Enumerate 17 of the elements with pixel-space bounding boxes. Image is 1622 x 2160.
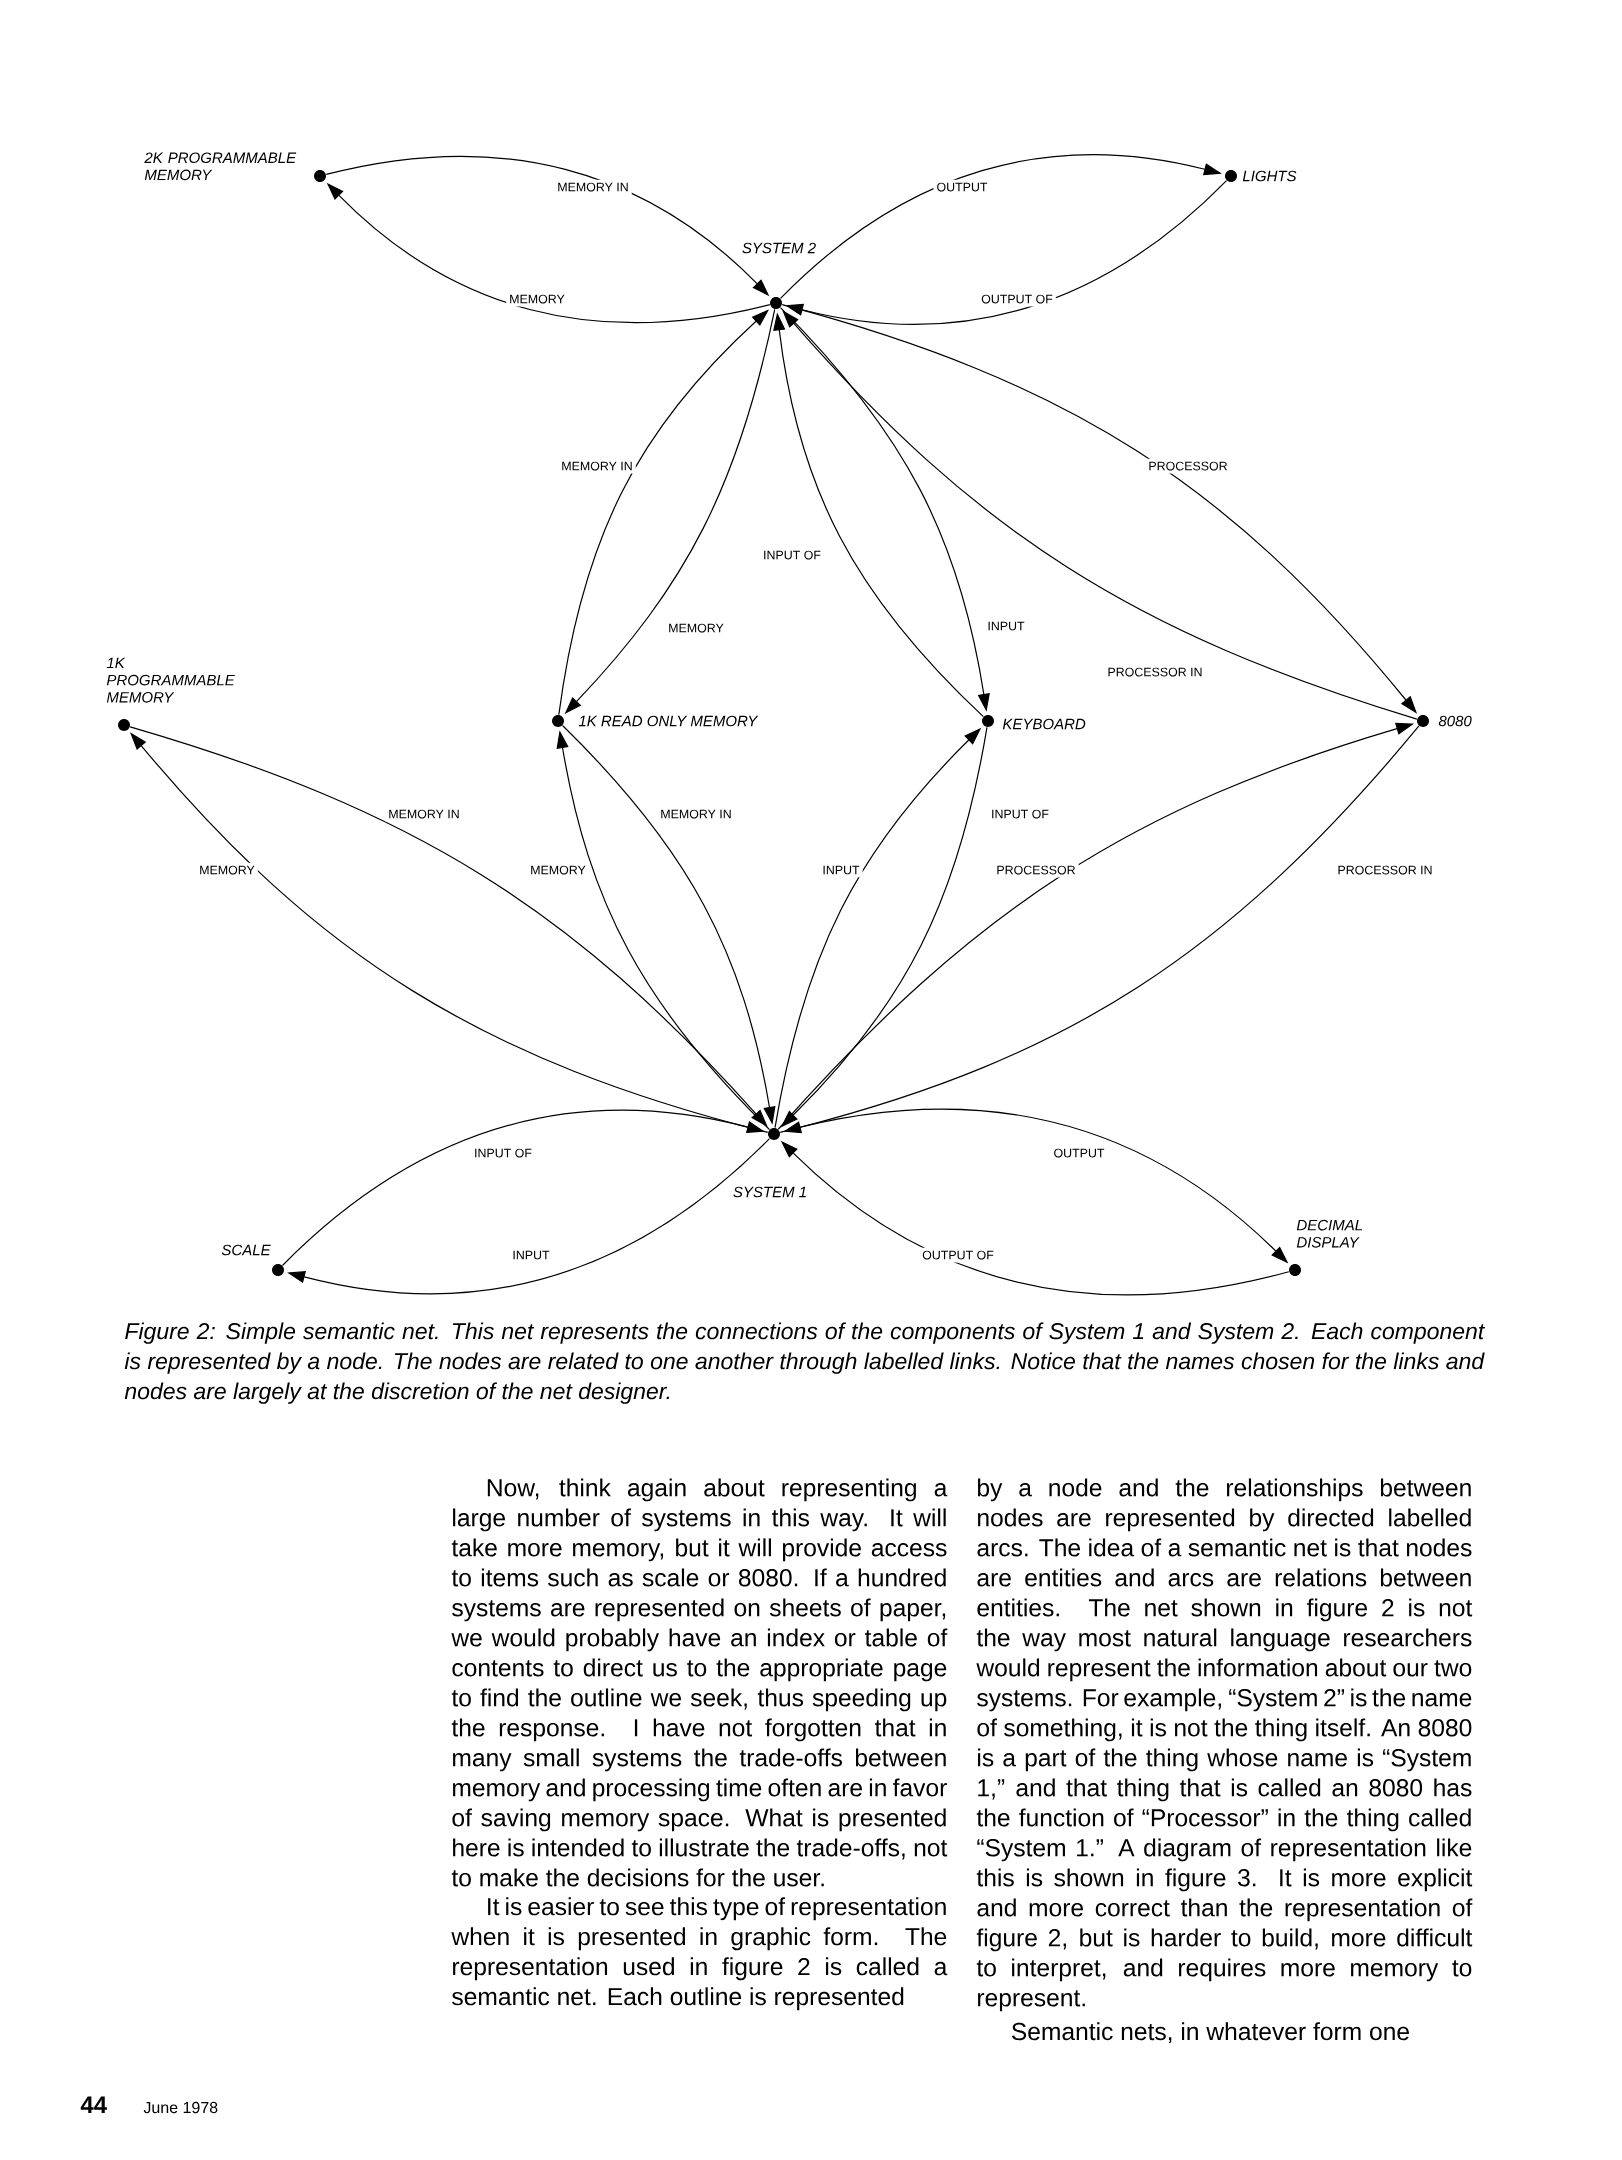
node-label: KEYBOARD: [1002, 718, 1086, 730]
page-number: 44: [80, 2096, 107, 2113]
node-label: 2K PROGRAMMABLE MEMORY: [144, 152, 297, 181]
text-paragraph: It is easier to see this type of representation when it is presented in graphic form. The representation used in figure 2 is called a semantic net. Each outline is represented: [451, 1897, 948, 2011]
footer-text: June 1978: [143, 2101, 218, 2114]
node-label: 1K PROGRAMMABLE MEMORY: [106, 657, 235, 703]
node-label: SYSTEM 2: [742, 242, 816, 254]
figure-caption: Figure 2: Simple semantic net. This net represents the connections of the components of System 1 and System 2. Each component is represented by a node. The nodes are related to one another through labelled links. Notice that the names chosen for the links and nodes are largely at the discretion of the net designer.: [124, 1322, 1485, 1404]
text-paragraph: by a node and the relationships between nodes are represented by directed labelled arcs. The idea of a semantic net is that nodes are entities and arcs are relations between entities. The net shown in figure 2 is not the way most natural language researchers would represent the information about our two systems. For example, “System 2” is the name of something, it is not the thing itself. An 8080 is a part of the thing whose name is “System 1,” and that thing that is called an 8080 has the function of “Processor” in the thing called “System 1.” A diagram of representation like this is shown in figure 3. It is more explicit and more correct than the representation of figure 2, but is harder to build, more difficult to interpret, and requires more memory to represent.: [976, 1478, 1473, 2012]
node-label: LIGHTS: [1242, 170, 1297, 182]
node-label: 1K READ ONLY MEMORY: [578, 715, 759, 727]
text-paragraph: Now, think again about representing a large number of systems in this way. It will take more memory, but it will provide access to items such as scale or 8080. If a hundred systems are represented on sheets of paper, we would probably have an index or table of contents to direct us to the appropriate page to find the outline we seek, thus speeding up the response. I have not forgotten that in many small systems the trade-offs between memory and processing time often are in favor of saving memory space. What is presented here is intended to illustrate the trade-offs, not to make the decisions for the user.: [451, 1478, 948, 1887]
text-paragraph: Semantic nets, in whatever form one: [1011, 2022, 1409, 2044]
node-label: SYSTEM 1: [733, 1186, 806, 1198]
node-label: 8080: [1438, 715, 1472, 727]
node-label: SCALE: [221, 1244, 271, 1256]
node-label: DECIMAL DISPLAY: [1296, 1219, 1362, 1248]
